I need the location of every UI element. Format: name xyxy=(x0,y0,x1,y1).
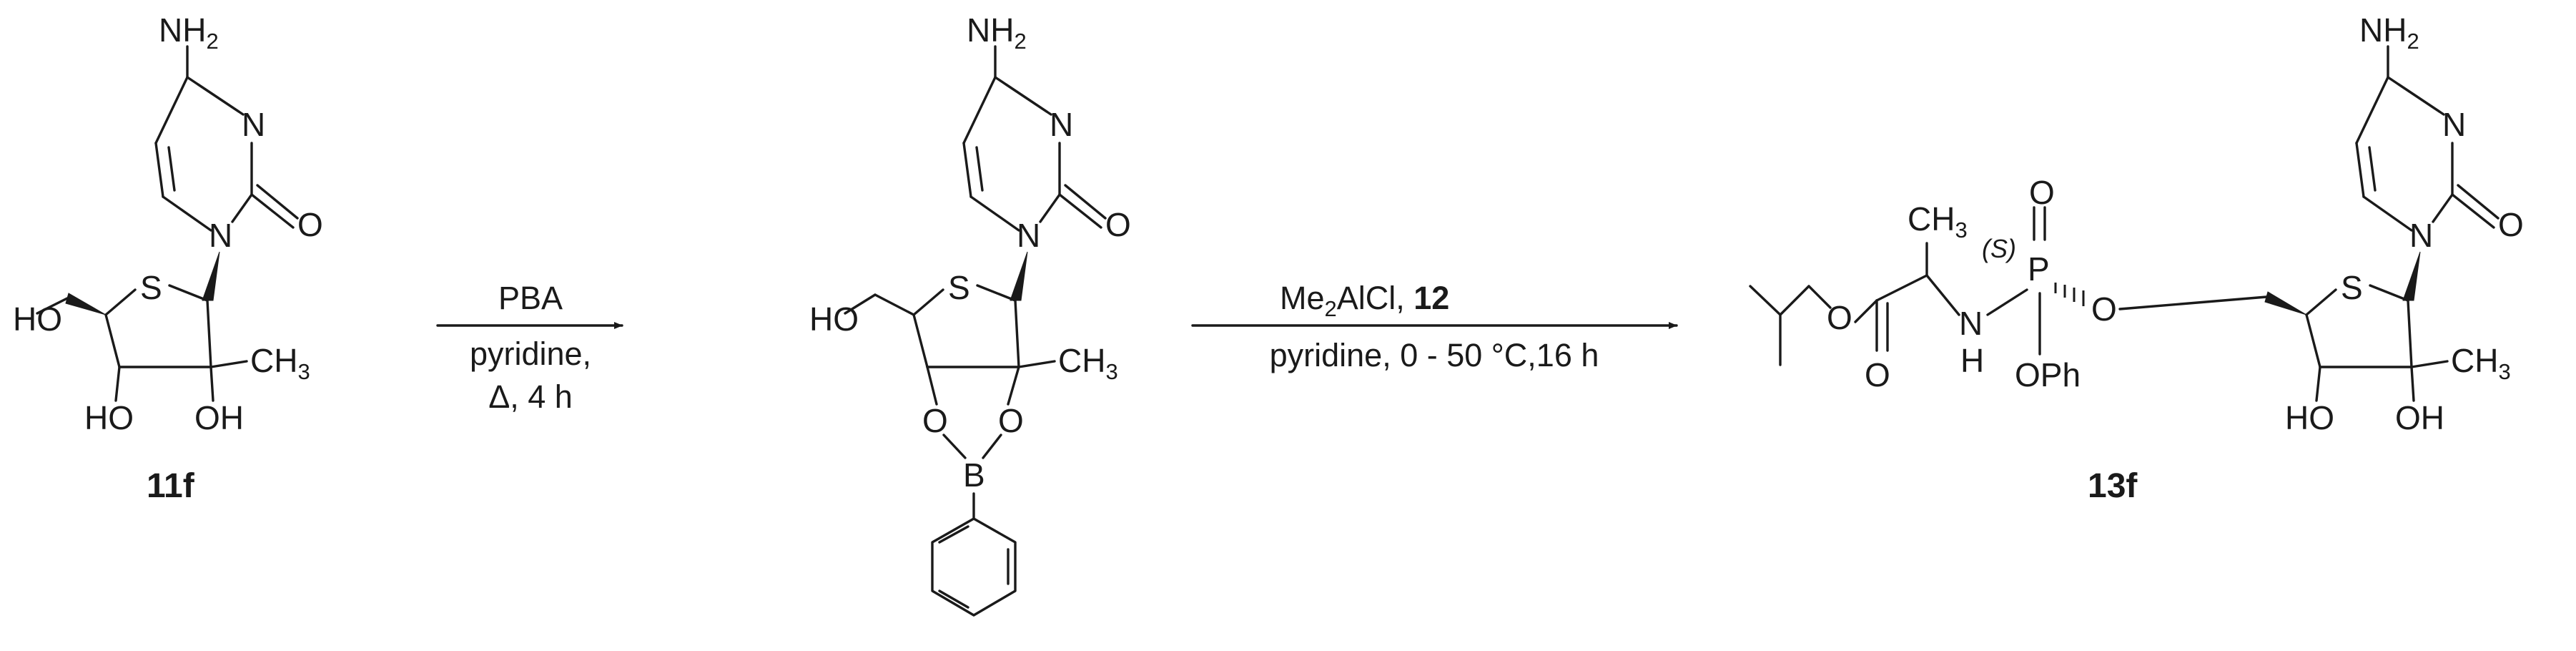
thiolane-ring xyxy=(2118,251,2449,402)
thiolane-ring xyxy=(844,251,1056,368)
compound-11f: NH2 N N O S HO CH3 HO OH 11f xyxy=(13,11,323,505)
thiolane-ring xyxy=(36,251,248,402)
cytosine-ring xyxy=(962,45,1107,232)
compound-label-13f: 13f xyxy=(2088,467,2138,505)
ring-n-label: N xyxy=(2442,106,2466,143)
ala-methyl-label: CH3 xyxy=(1908,200,1968,243)
thio-s-label: S xyxy=(948,269,970,306)
isopropyl-ester xyxy=(1749,242,1960,366)
amide-n-label: N xyxy=(1959,305,1983,342)
thio-s-label: S xyxy=(140,269,162,306)
phenyl-ring xyxy=(931,517,1017,617)
ester-link-o-label: O xyxy=(2091,290,2117,328)
methyl-label: CH3 xyxy=(250,342,310,384)
oh-left-label: HO xyxy=(84,399,134,436)
compound-label-11f: 11f xyxy=(147,467,195,505)
reagent-me2alcl: Me2AlCl, 12 xyxy=(1280,280,1449,321)
cytosine-ring xyxy=(2355,45,2499,232)
amine-label: NH2 xyxy=(2359,11,2419,54)
carbonyl-o-label: O xyxy=(2498,206,2524,243)
ring-n1-label: N xyxy=(1017,217,1040,254)
phosphoramidate xyxy=(1986,206,2085,356)
methyl-label: CH3 xyxy=(2451,342,2511,384)
hydroxymethyl-label: HO xyxy=(13,300,62,338)
ring-n-label: N xyxy=(1050,106,1073,143)
amine-label: NH2 xyxy=(967,11,1027,54)
boron-label: B xyxy=(963,456,985,494)
thio-s-label: S xyxy=(2341,269,2363,306)
ester-o-label: O xyxy=(1827,299,1852,336)
ester-carbonyl-o-label: O xyxy=(1865,356,1890,393)
phosphorus-label: P xyxy=(2028,250,2050,288)
reagent-pba: PBA xyxy=(498,280,563,316)
methyl-label: CH3 xyxy=(1058,342,1118,384)
condition-temperature-time: pyridine, 0 - 50 °C,16 h xyxy=(1270,337,1599,373)
condition-time: Δ, 4 h xyxy=(488,378,573,415)
ring-n-label: N xyxy=(242,106,265,143)
ring-n1-label: N xyxy=(2409,217,2433,254)
phenoxy-label: OPh xyxy=(2015,356,2081,393)
oh-left-label: HO xyxy=(2285,399,2334,436)
carbonyl-o-label: O xyxy=(1105,206,1131,243)
reaction-arrow-1: PBA pyridine, Δ, 4 h xyxy=(436,280,623,415)
amine-label: NH2 xyxy=(159,11,219,54)
boronate-o-right-label: O xyxy=(998,402,1024,439)
hydroxymethyl-label: HO xyxy=(809,300,859,338)
compound-boronate: NH2 N N O S HO CH3 O O B xyxy=(809,11,1131,617)
reaction-arrow-2: Me2AlCl, 12 pyridine, 0 - 50 °C,16 h xyxy=(1191,280,1678,373)
amide-h-label: H xyxy=(1960,342,1984,379)
oh-right-label: OH xyxy=(2395,399,2444,436)
ring-n1-label: N xyxy=(209,217,232,254)
oh-right-label: OH xyxy=(194,399,244,436)
carbonyl-o-label: O xyxy=(297,206,323,243)
condition-solvent: pyridine, xyxy=(470,336,591,372)
stereo-descriptor: (S) xyxy=(1982,234,2016,263)
compound-13f: O O CH3 N H P O (S) OPh O xyxy=(1749,11,2524,505)
boronate-o-left-label: O xyxy=(922,402,948,439)
phosphoryl-o-label: O xyxy=(2029,174,2055,211)
dioxaborolane-ring xyxy=(926,366,1020,520)
cytosine-ring xyxy=(154,45,299,232)
